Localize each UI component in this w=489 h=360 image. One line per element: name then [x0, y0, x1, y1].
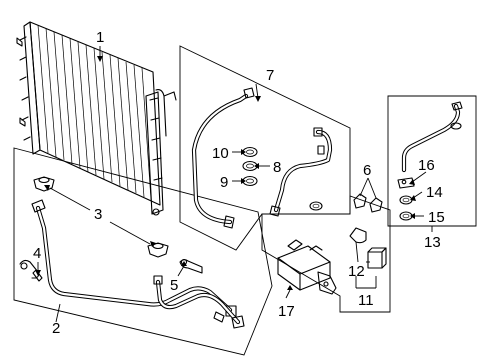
bracket-part-16 — [397, 177, 415, 189]
callout-16: 16 — [418, 157, 435, 174]
mount-grommet-part — [33, 176, 169, 258]
tube-part-16 — [401, 101, 463, 173]
callout-2: 2 — [52, 320, 60, 337]
sensor-part-11 — [367, 247, 387, 269]
bracket-part-5 — [179, 258, 203, 274]
clip-part-6 — [353, 193, 383, 213]
callout-9: 9 — [220, 174, 228, 191]
cooler-tube-part — [31, 199, 237, 323]
callout-17: 17 — [278, 303, 295, 320]
group-box-13 — [387, 95, 477, 227]
callout-7: 7 — [266, 67, 274, 84]
callout-3: 3 — [94, 206, 102, 223]
callout-6: 6 — [363, 162, 371, 179]
callout-14: 14 — [426, 184, 443, 201]
callout-labels: 1 2 3 4 5 6 7 8 9 10 11 12 13 14 15 16 1… — [33, 29, 445, 337]
return-tube-part — [153, 275, 245, 329]
bracket-part-12 — [349, 227, 367, 244]
cooler-module-part-17 — [277, 239, 337, 295]
callout-15: 15 — [428, 209, 445, 226]
radiator-part — [16, 21, 177, 216]
leader-lines — [35, 46, 433, 323]
o-ring-part-misc — [309, 201, 323, 211]
hose-assembly-part-7 — [191, 87, 333, 229]
callout-4: 4 — [33, 245, 41, 262]
callout-8: 8 — [273, 159, 281, 176]
callout-11: 11 — [358, 292, 374, 309]
callout-12: 12 — [348, 263, 365, 280]
callout-13: 13 — [424, 234, 441, 251]
callout-10: 10 — [212, 145, 229, 162]
callout-5: 5 — [170, 277, 178, 294]
group-box-2 — [13, 147, 273, 356]
callout-1: 1 — [96, 29, 104, 46]
